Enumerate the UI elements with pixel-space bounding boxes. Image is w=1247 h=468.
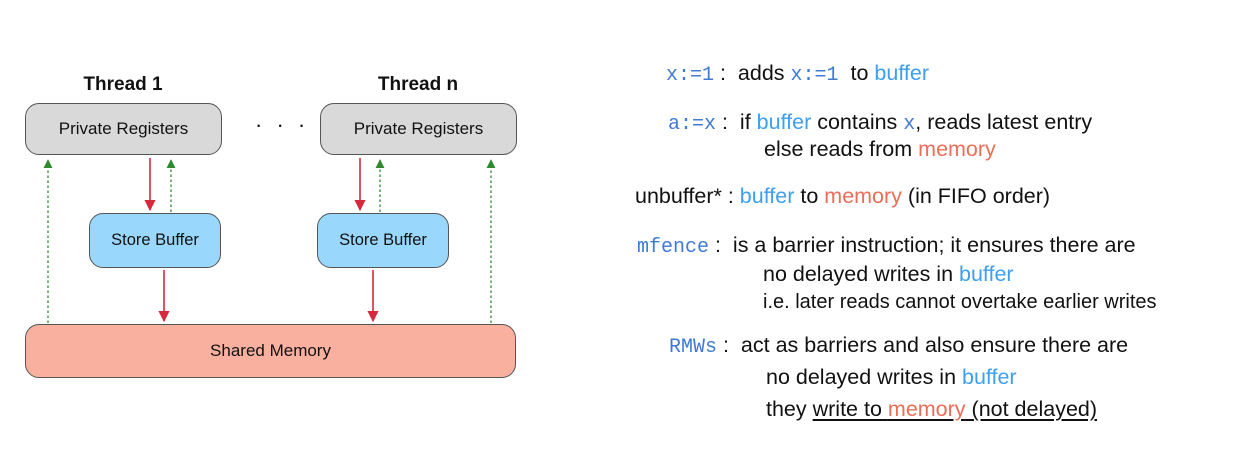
rule-rmw-line3: they write to memory (not delayed) <box>766 397 1097 422</box>
buffer-term: buffer <box>874 61 929 85</box>
rule-mfence-text: is a barrier instruction; it ensures the… <box>732 233 1136 257</box>
rule-unbuffer-label: unbuffer* : <box>635 184 740 208</box>
store-buffer-label: Store Buffer <box>339 231 427 249</box>
private-registers-label: Private Registers <box>353 119 484 138</box>
rule-rmw-text2: no delayed writes in <box>766 365 962 389</box>
memory-term: memory <box>824 184 902 208</box>
rule-read-text2: contains <box>811 110 904 134</box>
memory-term: memory <box>887 397 966 421</box>
store-buffer-thread-n: Store Buffer <box>317 213 449 268</box>
rule-write: x:=1 : adds x:=1 to buffer <box>666 61 929 87</box>
rule-rmw-they: they <box>766 397 813 421</box>
rule-read: a:=x : if buffer contains x, reads lates… <box>668 110 1092 136</box>
rule-read-line2: else reads from memory <box>764 137 996 162</box>
thread-n-title: Thread n <box>377 74 459 95</box>
rule-unbuffer-order: (in FIFO order) <box>901 184 1051 208</box>
rule-rmw-underlined: write to memory (not delayed) <box>813 397 1097 421</box>
rule-separator: : <box>714 61 738 85</box>
buffer-term: buffer <box>962 365 1017 389</box>
rule-read-text3: , reads latest entry <box>915 110 1093 134</box>
rule-write-code2: x:=1 <box>790 64 839 87</box>
rule-read-code: a:=x <box>668 113 717 136</box>
rule-separator: : <box>709 233 733 257</box>
store-buffer-thread-1: Store Buffer <box>89 213 221 268</box>
rule-mfence-code: mfence <box>637 236 710 259</box>
private-registers-thread-n: Private Registers <box>320 103 517 155</box>
buffer-term: buffer <box>739 184 795 208</box>
rule-separator: : <box>717 333 741 357</box>
rule-read-code2: x <box>903 113 916 136</box>
private-registers-thread-1: Private Registers <box>25 103 222 155</box>
store-buffer-diagram: Thread 1 Thread n Private Registers · · … <box>0 0 540 468</box>
rule-rmw: RMWs : act as barriers and also ensure t… <box>669 333 1128 359</box>
diagram-arrows <box>43 158 496 323</box>
rule-unbuffer: unbuffer* : buffer to memory (in FIFO or… <box>635 184 1050 209</box>
rule-rmw-line2: no delayed writes in buffer <box>766 365 1017 390</box>
shared-memory-label: Shared Memory <box>210 341 331 360</box>
rule-unbuffer-to: to <box>794 184 825 208</box>
rule-rmw-write-to: write to <box>812 397 888 421</box>
rule-rmw-code: RMWs <box>669 336 718 359</box>
rule-mfence: mfence : is a barrier instruction; it en… <box>637 233 1136 259</box>
semantics-rules: x:=1 : adds x:=1 to buffer a:=x : if buf… <box>600 0 1247 468</box>
private-registers-label: Private Registers <box>58 119 189 138</box>
rule-separator: : <box>716 110 740 134</box>
rule-rmw-text: act as barriers and also ensure there ar… <box>740 333 1129 357</box>
rule-write-text2: to <box>838 61 875 85</box>
ellipsis: · · · <box>255 112 310 137</box>
buffer-term: buffer <box>756 110 812 134</box>
thread-1-title: Thread 1 <box>83 74 163 95</box>
rule-write-code: x:=1 <box>666 64 715 87</box>
shared-memory: Shared Memory <box>25 324 516 378</box>
rule-mfence-text2: no delayed writes in <box>763 262 959 286</box>
memory-term: memory <box>918 137 996 161</box>
rule-mfence-line3: i.e. later reads cannot overtake earlier… <box>763 291 1157 313</box>
buffer-term: buffer <box>959 262 1014 286</box>
rule-read-else: else reads from <box>764 137 919 161</box>
rule-rmw-not-delayed: (not delayed) <box>965 397 1098 421</box>
rule-read-text: if <box>739 110 757 134</box>
rule-mfence-line2: no delayed writes in buffer <box>763 262 1014 287</box>
rule-write-text: adds <box>737 61 791 85</box>
store-buffer-label: Store Buffer <box>111 231 199 249</box>
